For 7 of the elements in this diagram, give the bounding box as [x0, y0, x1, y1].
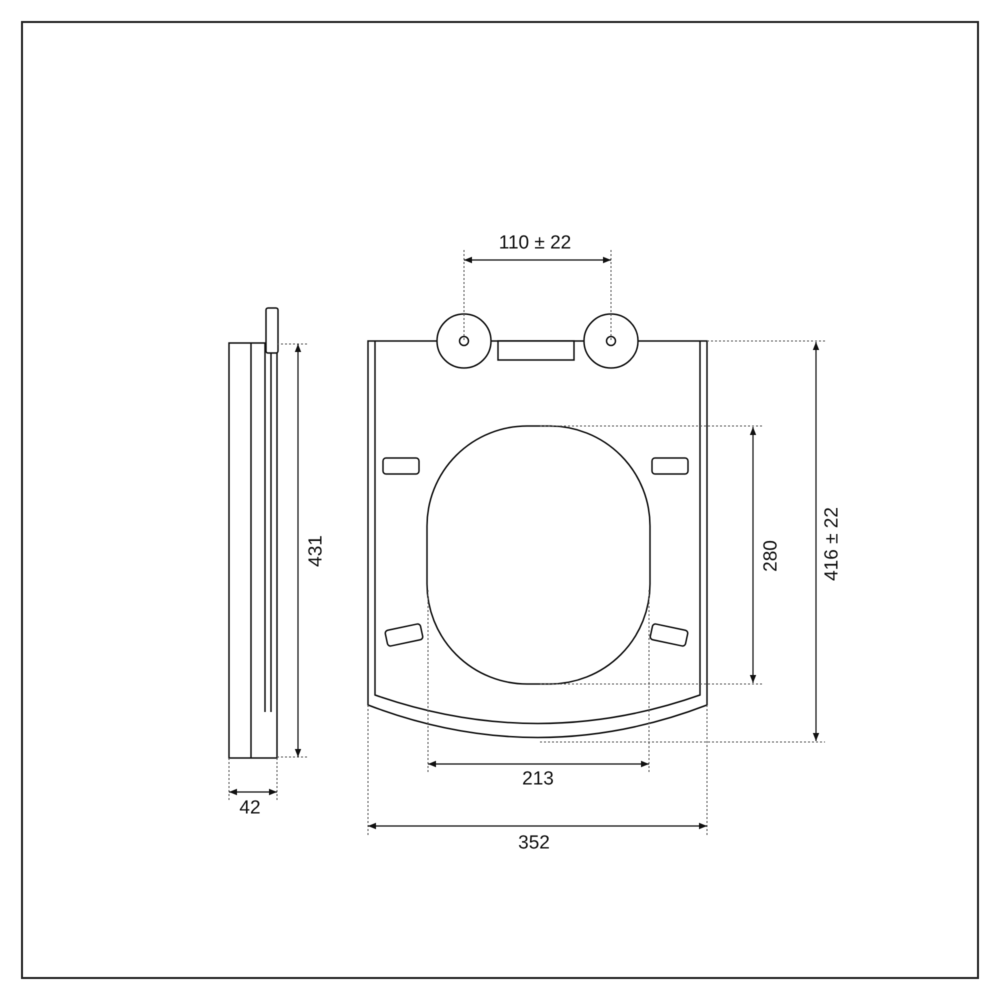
dimension-label: 416 ± 22	[822, 507, 842, 581]
dimension-label: 352	[518, 834, 550, 852]
dimension-label: 431	[306, 535, 326, 567]
dimension-label: 42	[239, 798, 261, 818]
dimension-label: 280	[762, 540, 780, 572]
dimension-label: 213	[522, 770, 554, 788]
dimension-label: 110 ± 22	[498, 234, 572, 252]
